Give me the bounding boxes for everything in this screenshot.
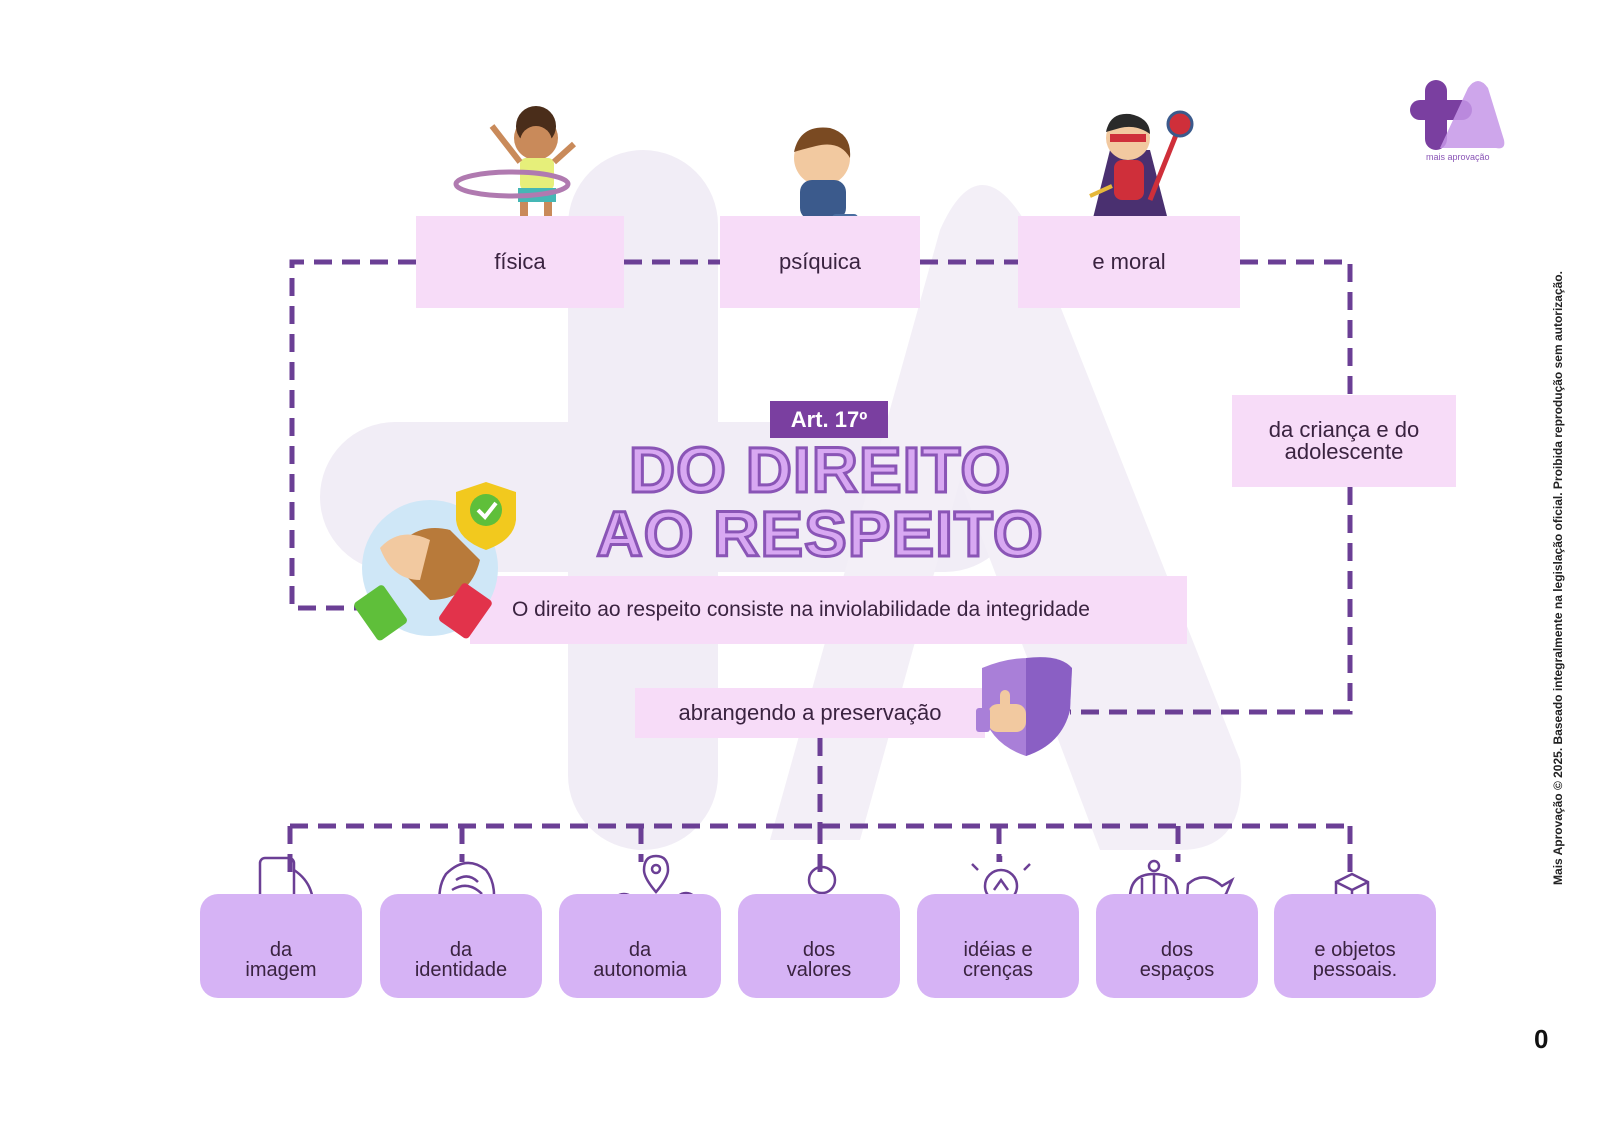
card-espacos: dos espaços	[1096, 894, 1258, 998]
card-line-1: e objetos	[1314, 939, 1396, 961]
card-line-2: identidade	[414, 959, 508, 981]
box-crianca-adolescente: da criança e do adolescente	[1232, 395, 1456, 487]
card-line-1: da	[269, 939, 293, 961]
card-line-2: pessoais.	[1312, 959, 1398, 981]
card-line-2: imagem	[245, 959, 317, 981]
card-line-1: da	[628, 939, 652, 961]
card-identidade: da identidade	[380, 894, 542, 998]
card-line-1: dos	[802, 939, 836, 961]
box-fisica: física	[416, 216, 624, 308]
title-line-1: DO DIREITO	[627, 434, 1012, 506]
card-valores: dos valores	[738, 894, 900, 998]
shield-check-icon	[456, 482, 516, 550]
box-moral: e moral	[1018, 216, 1240, 308]
description-text: O direito ao respeito consiste na inviol…	[512, 598, 1090, 621]
title-line-2: AO RESPEITO	[595, 498, 1044, 570]
preservation-box: abrangendo a preservação	[635, 688, 985, 738]
copyright-notice: Mais Aprovação © 2025. Baseado integralm…	[1551, 271, 1565, 885]
card-objetos-pessoais: e objetos pessoais.	[1274, 894, 1436, 998]
card-line-2: crenças	[962, 959, 1034, 981]
article-badge: Art. 17º	[770, 401, 888, 438]
card-line-1: idéias e	[963, 939, 1033, 961]
superhero-child-icon	[1089, 110, 1194, 230]
subject-line1: da criança e do	[1268, 417, 1420, 442]
preservation-text: abrangendo a preservação	[678, 700, 942, 725]
card-line-2: valores	[786, 959, 852, 981]
description-box: O direito ao respeito consiste na inviol…	[470, 576, 1187, 644]
card-ideias-crencas: idéias e crenças	[917, 894, 1079, 998]
box-label: e moral	[1092, 249, 1166, 274]
box-label: física	[494, 249, 546, 274]
subject-line2: adolescente	[1284, 439, 1404, 464]
child-hula-hoop-icon	[453, 106, 577, 226]
page-number: 0	[1534, 1024, 1549, 1054]
card-line-1: da	[449, 939, 473, 961]
box-label: psíquica	[779, 249, 861, 274]
card-line-1: dos	[1160, 939, 1194, 961]
card-imagem: da imagem	[200, 894, 362, 998]
logo-subtitle: mais aprovação	[1426, 152, 1490, 162]
card-autonomia: da autonomia	[559, 894, 721, 998]
handshake-icon	[354, 528, 492, 641]
box-psiquica: psíquica	[720, 216, 920, 308]
card-line-2: autonomia	[593, 959, 687, 981]
page-title: DO DIREITO AO RESPEITO	[540, 434, 1100, 570]
shield-thumbs-up-icon	[976, 657, 1072, 756]
card-line-2: espaços	[1139, 959, 1215, 981]
